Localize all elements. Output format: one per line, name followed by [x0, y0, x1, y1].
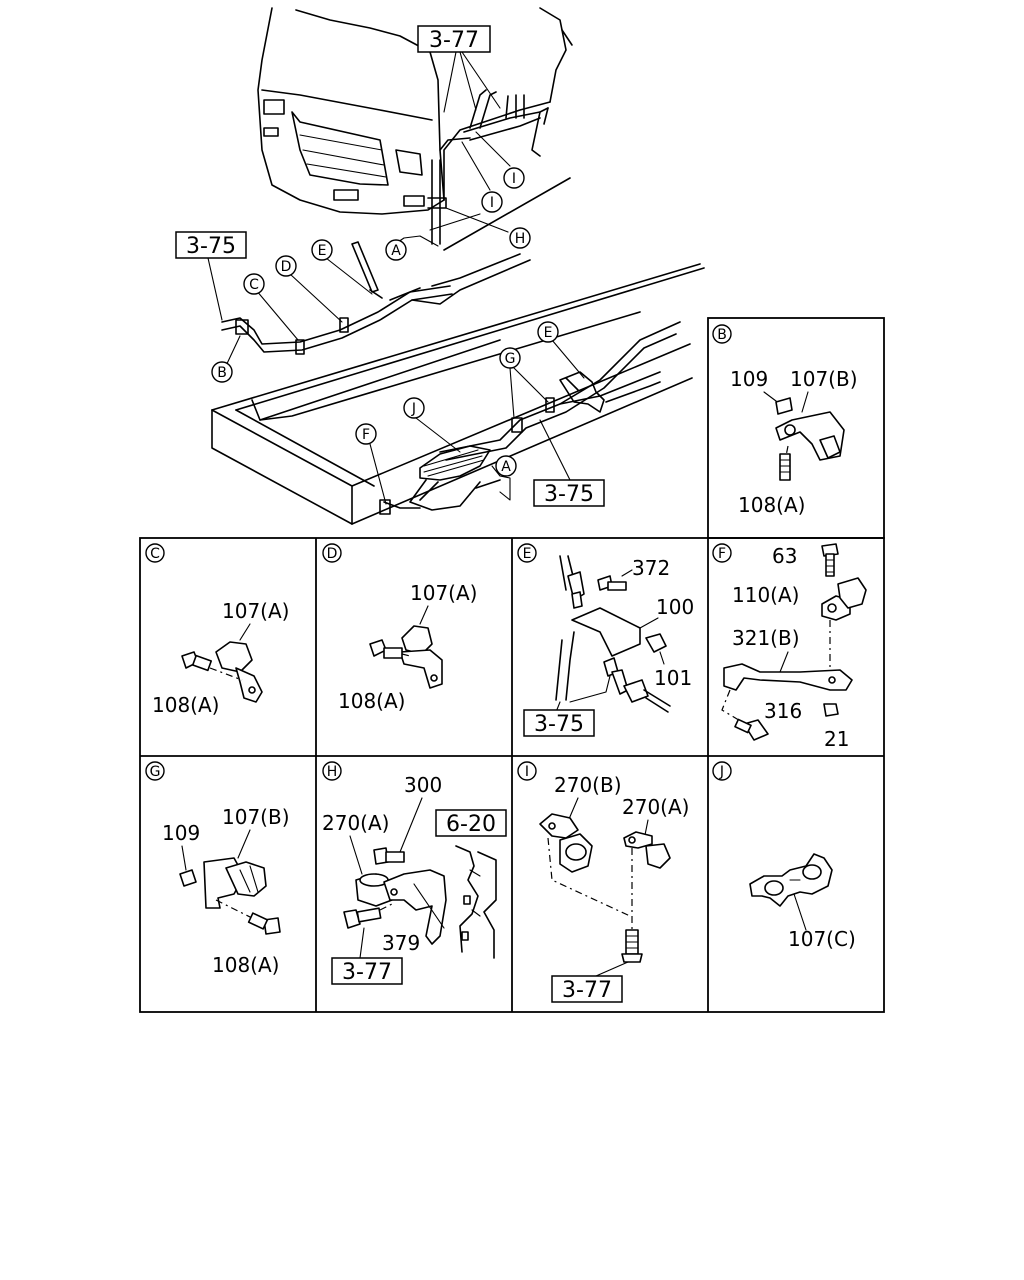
main-leader-lines [207, 51, 585, 505]
svg-text:G: G [505, 351, 516, 367]
detail-panel-c: C 107(A) 108(A) [145, 543, 289, 717]
callout-i-2: I [481, 191, 503, 213]
svg-text:I: I [512, 171, 516, 187]
part-316: 316 [764, 699, 802, 723]
part-21: 21 [824, 727, 849, 751]
ref-box-3-75-left: 3-75 [175, 231, 247, 259]
svg-text:G: G [150, 764, 161, 780]
detail-panel-i: I 270(B) 270(A) 3-77 [517, 761, 689, 1003]
part-107-b: 107(B) [222, 805, 290, 829]
detail-panel-e: E 372 100 101 3-75 [517, 543, 694, 737]
detail-panel-g: G 109 107(B) 108(A) [145, 761, 290, 977]
callout-d: D [275, 255, 297, 277]
svg-text:B: B [717, 327, 727, 343]
callout-a-1: A [385, 239, 407, 261]
svg-text:E: E [523, 546, 532, 562]
part-321-b: 321(B) [732, 626, 800, 650]
part-107-a: 107(A) [410, 581, 477, 605]
detail-panel-h: H 300 270(A) 379 3-77 6-20 [322, 761, 507, 985]
detail-panel-j: J 107(C) [712, 761, 856, 951]
part-107-c: 107(C) [788, 927, 856, 951]
svg-text:A: A [501, 459, 511, 475]
part-270-b: 270(B) [554, 773, 622, 797]
ref-label: 3-75 [544, 482, 594, 507]
part-300: 300 [404, 773, 442, 797]
ref-label: 3-75 [534, 712, 584, 737]
part-270-a: 270(A) [322, 811, 389, 835]
ref-label: 3-75 [186, 234, 236, 259]
svg-text:B: B [217, 365, 227, 381]
part-379: 379 [382, 931, 420, 955]
svg-text:I: I [490, 195, 494, 211]
truck-cab-drawing [257, 7, 573, 251]
svg-text:H: H [515, 231, 526, 247]
svg-text:H: H [327, 764, 338, 780]
svg-text:A: A [391, 243, 401, 259]
svg-text:D: D [281, 259, 292, 275]
svg-text:I: I [525, 764, 529, 780]
part-108-a: 108(A) [338, 689, 405, 713]
callout-h: H [509, 227, 531, 249]
part-107-a: 107(A) [222, 599, 289, 623]
chassis-frame-drawing [211, 241, 705, 525]
callout-c: C [243, 273, 265, 295]
ref-label: 6-20 [446, 812, 496, 837]
ref-box-3-77-top: 3-77 [417, 25, 491, 53]
ref-label: 3-77 [429, 28, 479, 53]
detail-panel-d: D 107(A) 108(A) [322, 543, 477, 713]
callout-f: F [355, 423, 377, 445]
svg-text:C: C [249, 277, 259, 293]
callout-g: G [499, 347, 521, 369]
svg-text:J: J [719, 764, 724, 780]
part-101: 101 [654, 666, 692, 690]
callout-a-2: A [495, 455, 517, 477]
svg-text:F: F [362, 427, 370, 443]
svg-text:C: C [150, 546, 160, 562]
svg-text:E: E [544, 325, 553, 341]
part-63: 63 [772, 544, 797, 568]
svg-text:F: F [718, 546, 726, 562]
svg-text:D: D [327, 546, 338, 562]
detail-panel-b: B 109 107(B) 108(A) [712, 324, 858, 517]
detail-panel-frames [139, 317, 885, 1013]
callout-j: J [403, 397, 425, 419]
callout-b: B [211, 361, 233, 383]
callout-e-1: E [311, 239, 333, 261]
part-270-a: 270(A) [622, 795, 689, 819]
callout-e-2: E [537, 321, 559, 343]
detail-panel-f: F 63 110(A) 321(B) 316 21 [712, 543, 867, 751]
part-110-a: 110(A) [732, 583, 799, 607]
part-108-a: 108(A) [152, 693, 219, 717]
part-109: 109 [162, 821, 200, 845]
part-372: 372 [632, 556, 670, 580]
part-100: 100 [656, 595, 694, 619]
part-108-a: 108(A) [738, 493, 805, 517]
svg-text:E: E [318, 243, 327, 259]
svg-text:J: J [411, 401, 416, 417]
ref-label: 3-77 [562, 978, 612, 1003]
callout-i-1: I [503, 167, 525, 189]
part-109: 109 [730, 367, 768, 391]
part-107-b: 107(B) [790, 367, 858, 391]
ref-label: 3-77 [342, 960, 392, 985]
part-108-a: 108(A) [212, 953, 279, 977]
ref-box-3-75-frame: 3-75 [533, 479, 605, 507]
